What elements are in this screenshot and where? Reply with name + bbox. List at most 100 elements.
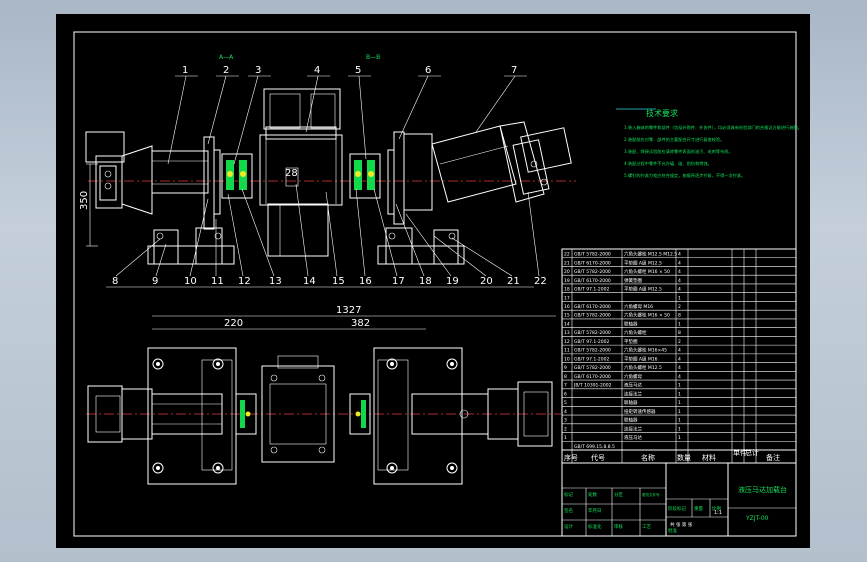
bom-header-qty: 数量 [677, 453, 691, 462]
bom-cell: 12 [564, 339, 570, 345]
svg-text:11: 11 [211, 276, 224, 287]
bom-cell: 6 [564, 391, 567, 397]
bom-cell: 六角头螺栓 M12.5 [624, 364, 662, 371]
tb-label-mark: 标记 [564, 491, 573, 498]
bom-header-remark: 备注 [766, 453, 780, 462]
bom-cell: 液压马达 [624, 382, 642, 389]
bom-cell: 1 [564, 435, 567, 441]
tb-label-zone: 分区 [614, 491, 623, 498]
tech-req-line-2: 2.装配前应对零、部件的主要配合尺寸进行复查校验。 [624, 136, 724, 143]
part-numbers-bottom: 8 9 10 11 12 13 14 15 16 17 18 19 20 21 … [106, 183, 547, 288]
bom-cell: 21 [564, 260, 570, 266]
bom-cell: 19 [564, 278, 570, 284]
bom-header-total: 总计 [745, 448, 759, 457]
title-block: 标记 处数 分区 更改文件号 签名 年月日 设计 标准化 阶段标记 重量 比例 … [561, 462, 797, 537]
bom-cell: 1 [678, 418, 681, 424]
tech-req-line-4: 4.装配过程中零件不允许磕、碰、划伤和锈蚀。 [624, 160, 712, 167]
bom-cell: 连接法兰 [624, 425, 642, 432]
bom-cell: 8 [678, 313, 681, 319]
bom-cell: 1 [678, 409, 681, 415]
bom-cell: 13 [564, 330, 570, 336]
bom-cell: 平垫圈 A级 M12.5 [624, 286, 662, 293]
bom-cell: 7 [564, 383, 567, 389]
svg-text:19: 19 [446, 276, 459, 287]
bom-cell: 六角头螺栓 M16×45 [624, 347, 667, 354]
bom-cell: 20 [564, 269, 570, 275]
tech-requirements: 技术要求 1.装入箱体的零件和部件（包括外购件、外协件），均必须具有检验部门的合… [624, 108, 802, 179]
tech-req-line-1: 1.装入箱体的零件和部件（包括外购件、外协件），均必须具有检验部门的合格证方能进… [624, 124, 802, 131]
section-mark-a: A—A [219, 54, 234, 61]
bom-cell: 六角螺母 M16 [624, 303, 653, 310]
bom-cell: 1 [678, 400, 681, 406]
svg-text:14: 14 [303, 276, 316, 287]
tech-req-line-5: 5.螺钉的拧紧力矩应符合规定，按顺序逐步拧紧，不得一次拧紧。 [624, 172, 745, 179]
bom-cell: 3 [564, 418, 567, 424]
bom-cell: 平垫圈 A级 M12.5 [624, 259, 662, 266]
bom-cell: 22 [564, 252, 570, 258]
bom-cell: 连接法兰 [624, 390, 642, 397]
bom-cell: 17 [564, 295, 570, 301]
bom-cell: 4 [678, 252, 681, 258]
section-mark-b: B—B [366, 54, 380, 61]
bom-cell: 1 [678, 426, 681, 432]
svg-text:17: 17 [392, 276, 405, 287]
svg-text:4: 4 [314, 65, 320, 76]
bom-header-code: 代号 [591, 453, 605, 462]
tb-label-design: 设计 [564, 523, 573, 530]
part-numbers-top: 1 2 3 4 5 6 7 [167, 65, 527, 165]
bom-header-material: 材料 [702, 453, 716, 462]
bom-cell: 4 [678, 356, 681, 362]
tb-label-process: 工艺 [642, 524, 651, 530]
bom-cell: GB/T 699.15.8.8.5 [574, 444, 615, 450]
svg-text:2: 2 [223, 65, 229, 76]
bom-cell: 2 [564, 426, 567, 432]
tb-label-scale: 比例 [712, 505, 721, 512]
bom-cell: 4 [564, 409, 567, 415]
bom-cell: 4 [678, 374, 681, 380]
tech-req-line-3: 3.装配、焊接试验前应清除零件表面的油污、毛刺等杂质。 [624, 148, 733, 155]
svg-text:6: 6 [425, 65, 431, 76]
bom-cell: 16 [564, 304, 570, 310]
bom-cell: GB/T 97.1-2002 [574, 287, 610, 293]
dim-total: 1327 [336, 305, 361, 316]
bom-cell: 联轴器 [624, 417, 638, 424]
bom-cell: 15 [564, 313, 570, 319]
tb-drawing-no: YZJT-00 [745, 515, 769, 522]
tb-label-change: 更改文件号 [642, 492, 660, 497]
bom-cell: 14 [564, 321, 570, 327]
tb-label-approve: 批准 [668, 527, 677, 534]
bom-cell: 1 [678, 391, 681, 397]
bom-cell: 2 [678, 304, 681, 310]
dim-left: 220 [224, 318, 243, 329]
tb-sheet-info: 共 张 第 张 [670, 521, 693, 528]
svg-text:28: 28 [285, 168, 298, 179]
tb-label-sign: 签名 [564, 507, 573, 514]
tech-req-title: 技术要求 [646, 108, 678, 118]
bom-cell: 1 [678, 295, 681, 301]
bom-cell: JB/T 10391-2002 [573, 383, 612, 389]
bom-cell: GB/T 97.1-2002 [574, 356, 610, 362]
drawing-sheet: 28 350 A—A B—B 1 2 3 4 [56, 14, 810, 548]
bom-cell: GB/T 6170-2000 [574, 374, 611, 380]
bom-cell: 11 [564, 348, 570, 354]
bom-cell: 1 [678, 435, 681, 441]
tb-label-review: 审核 [614, 523, 623, 530]
dim-mid: 382 [351, 318, 370, 329]
bom-cell: GB/T 97.1-2002 [574, 339, 610, 345]
svg-text:1: 1 [182, 65, 188, 76]
bom-cell: 1 [678, 321, 681, 327]
bom-cell: GB/T 6170-2000 [574, 278, 611, 284]
tb-label-count: 处数 [588, 491, 597, 498]
bom-cell: 5 [564, 400, 567, 406]
bom-header-name: 名称 [641, 453, 655, 462]
bom-cell: GB/T 6170-2000 [574, 260, 611, 266]
svg-text:7: 7 [511, 65, 517, 76]
bom-cell: 六角头螺栓 M16 × 50 [624, 268, 670, 275]
svg-text:9: 9 [152, 276, 158, 287]
bom-cell: 8 [678, 330, 681, 336]
bom-cell: 平垫圈 [624, 338, 638, 345]
bom-cell: 联轴器 [624, 320, 638, 327]
tb-scale: 1:1 [714, 510, 722, 516]
svg-text:22: 22 [534, 276, 547, 287]
